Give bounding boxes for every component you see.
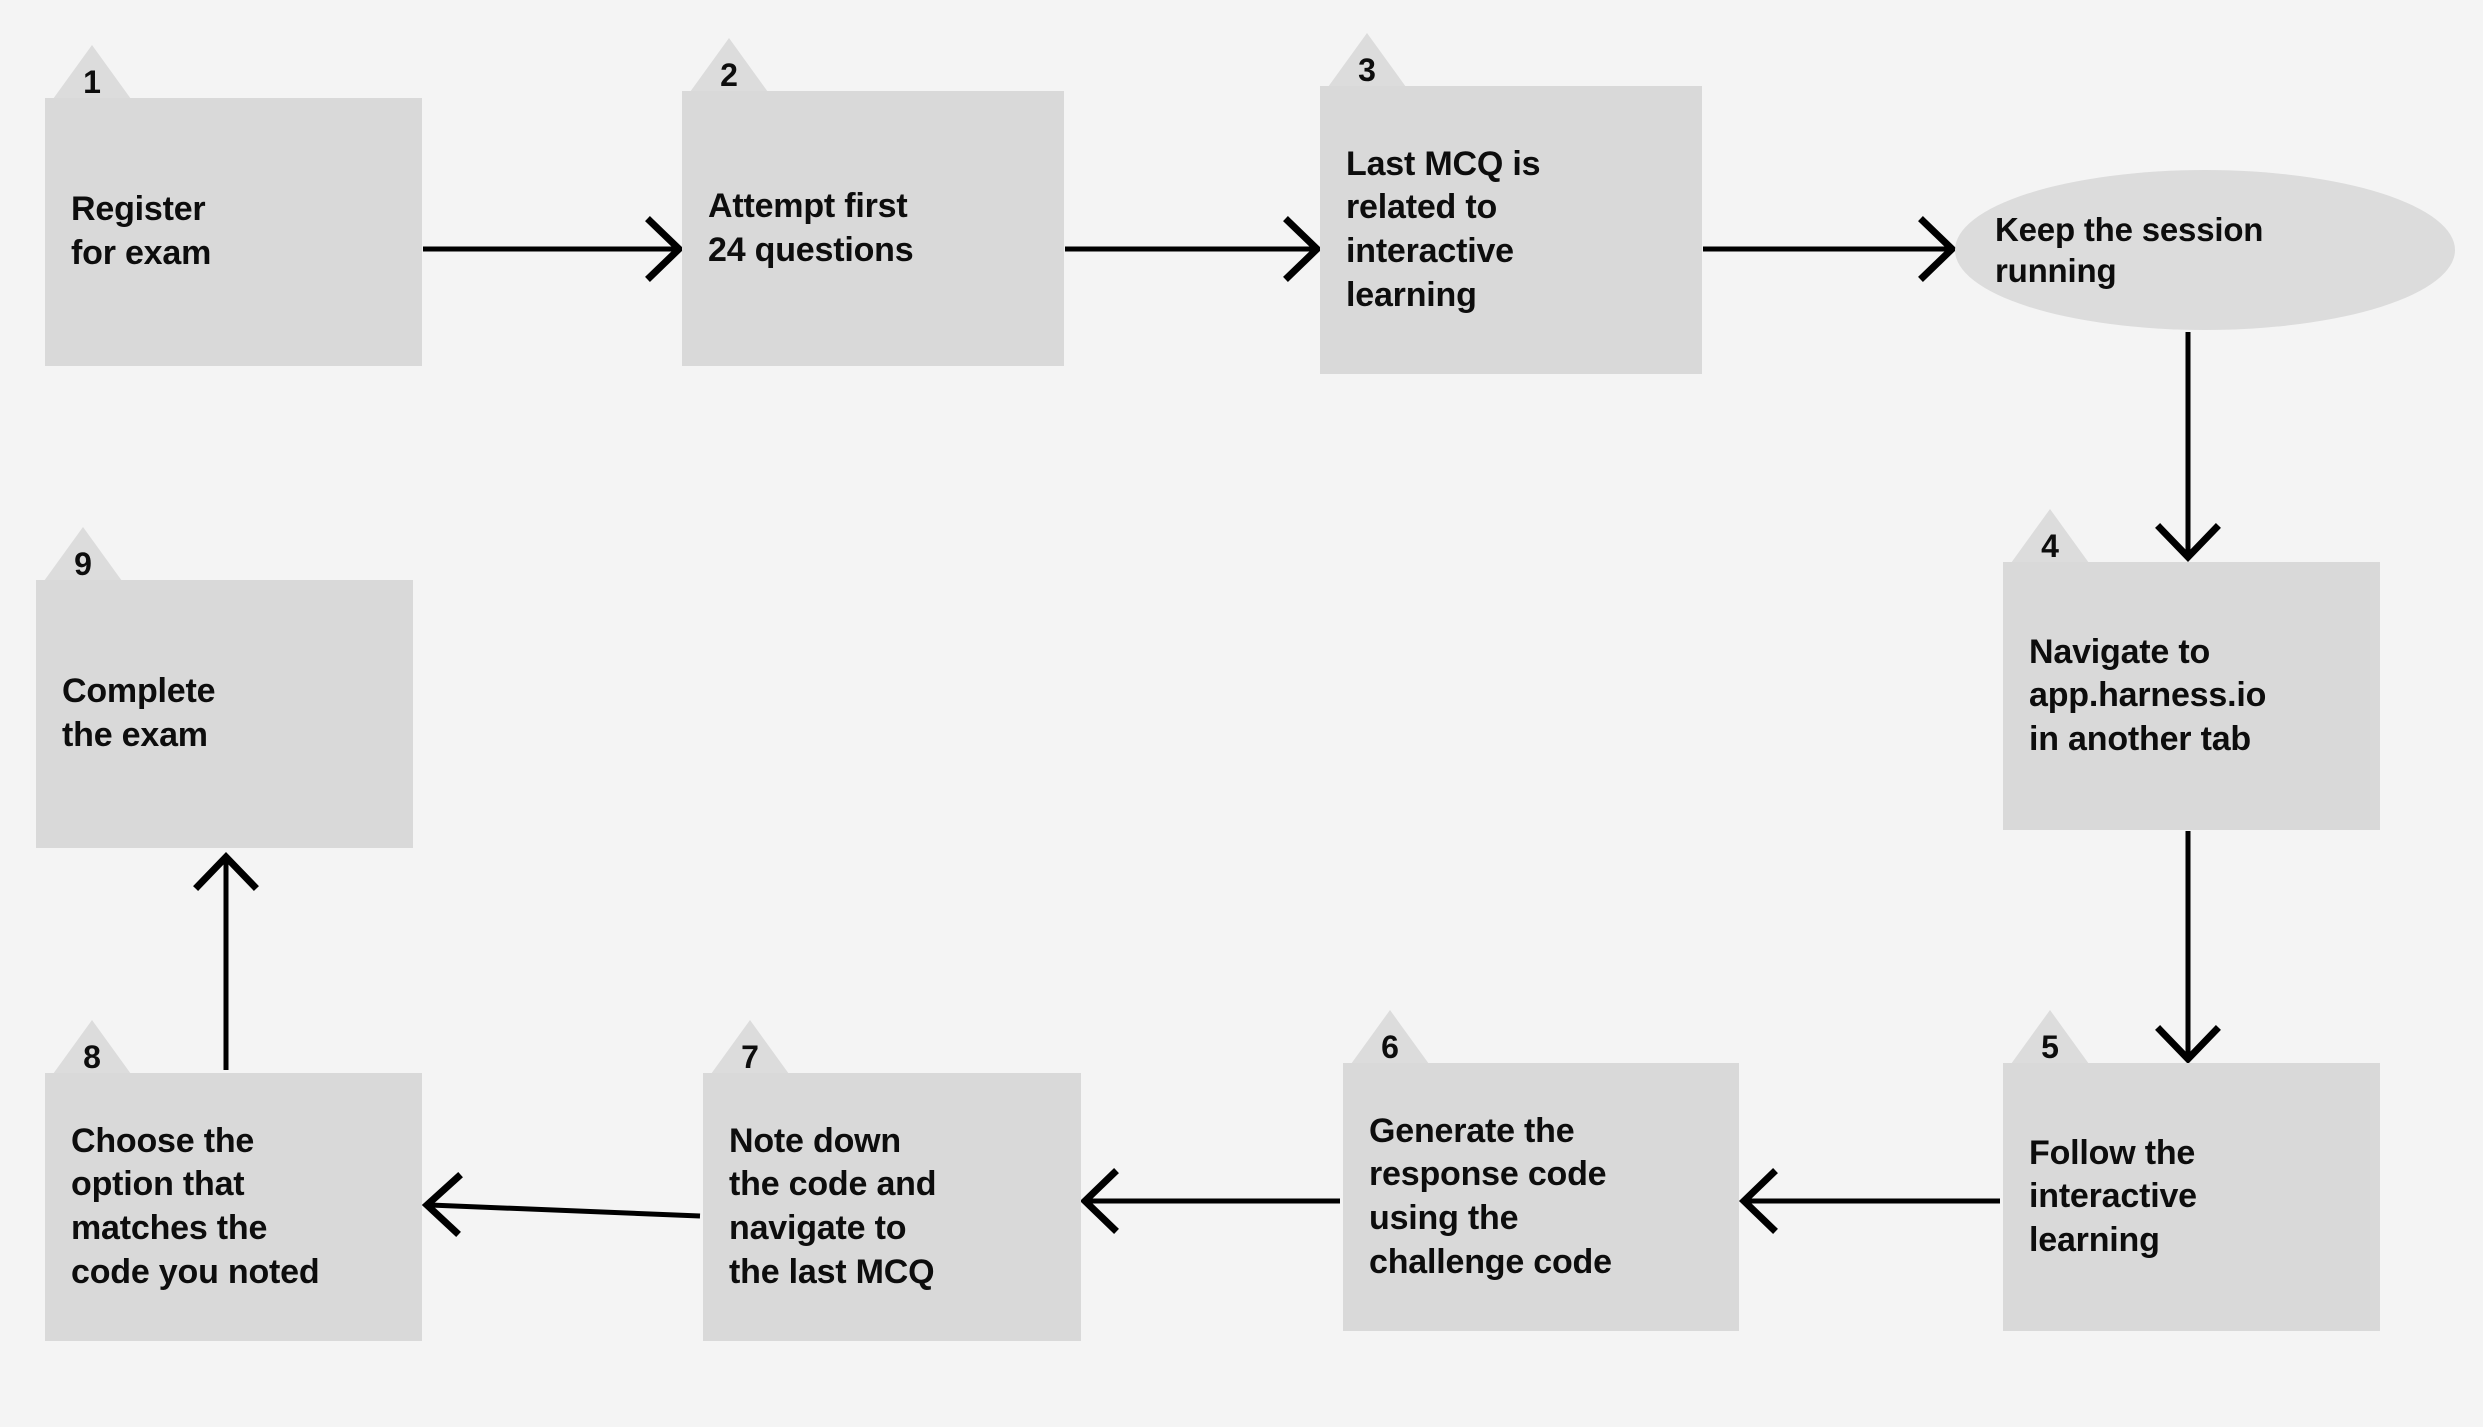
step-badge-2: 2	[690, 38, 768, 92]
edge-session-to-navigate	[2155, 332, 2221, 563]
step-number: 7	[741, 1039, 759, 1075]
node-navigate-to-app-harness-io[interactable]: 4 Navigate to app.harness.io in another …	[2003, 509, 2380, 830]
node-label: Attempt first 24 questions	[708, 186, 914, 269]
step-badge-6: 6	[1351, 1010, 1429, 1064]
node-last-mcq-interactive-learning[interactable]: 3 Last MCQ is related to interactive lea…	[1320, 33, 1702, 374]
edge-navigate-to-follow	[2155, 831, 2221, 1065]
step-number: 4	[2041, 528, 2059, 564]
step-number: 6	[1381, 1029, 1399, 1065]
step-badge-3: 3	[1328, 33, 1406, 87]
node-generate-response-code[interactable]: 6 Generate the response code using the c…	[1343, 1010, 1739, 1331]
step-number: 5	[2041, 1029, 2059, 1065]
node-body: Register for exam	[45, 98, 422, 366]
step-number: 1	[83, 64, 101, 100]
step-badge-1: 1	[53, 45, 131, 99]
node-body: Last MCQ is related to interactive learn…	[1320, 86, 1702, 374]
step-number: 3	[1358, 52, 1376, 88]
edge-note-to-choose	[421, 1172, 701, 1237]
node-label: Keep the session running	[1995, 210, 2264, 289]
node-body: Generate the response code using the cha…	[1343, 1063, 1739, 1331]
node-follow-interactive-learning[interactable]: 5 Follow the interactive learning	[2003, 1010, 2380, 1331]
step-badge-5: 5	[2011, 1010, 2089, 1064]
node-label: Register for exam	[71, 190, 212, 272]
step-badge-7: 7	[711, 1020, 789, 1074]
edge-generate-to-note	[1079, 1168, 1340, 1234]
node-body: Choose the option that matches the code …	[45, 1073, 422, 1341]
node-label: Navigate to app.harness.io in another ta…	[2029, 632, 2267, 758]
node-body: Attempt first 24 questions	[682, 91, 1064, 366]
node-choose-matching-option[interactable]: 8 Choose the option that matches the cod…	[45, 1020, 422, 1341]
node-body: Note down the code and navigate to the l…	[703, 1073, 1081, 1341]
triangle-icon	[44, 527, 122, 581]
node-keep-session-running[interactable]: Keep the session running	[1955, 170, 2455, 330]
triangle-icon	[2011, 509, 2089, 563]
step-number: 2	[720, 57, 738, 93]
node-label: Note down the code and navigate to the l…	[729, 1121, 937, 1291]
step-badge-8: 8	[53, 1020, 131, 1074]
node-attempt-first-24-questions[interactable]: 2 Attempt first 24 questions	[682, 38, 1064, 366]
edge-attempt-to-lastmcq	[1065, 216, 1323, 282]
triangle-icon	[53, 45, 131, 99]
step-badge-4: 4	[2011, 509, 2089, 563]
node-note-down-code[interactable]: 7 Note down the code and navigate to the…	[703, 1020, 1081, 1341]
edge-follow-to-generate	[1738, 1168, 2000, 1234]
node-label: Choose the option that matches the code …	[71, 1121, 320, 1291]
node-label: Last MCQ is related to interactive learn…	[1346, 144, 1541, 314]
edge-register-to-attempt	[423, 216, 685, 282]
node-body: Complete the exam	[36, 580, 413, 848]
triangle-icon	[690, 38, 768, 92]
node-label: Follow the interactive learning	[2029, 1133, 2197, 1259]
triangle-icon	[1351, 1010, 1429, 1064]
step-badge-9: 9	[44, 527, 122, 581]
triangle-icon	[1328, 33, 1406, 87]
node-label: Generate the response code using the cha…	[1369, 1111, 1612, 1281]
triangle-icon	[53, 1020, 131, 1074]
step-number: 9	[74, 546, 92, 582]
node-register-for-exam[interactable]: 1 Register for exam	[45, 45, 422, 366]
triangle-icon	[711, 1020, 789, 1074]
node-body: Follow the interactive learning	[2003, 1063, 2380, 1331]
triangle-icon	[2011, 1010, 2089, 1064]
edge-choose-to-complete	[193, 851, 259, 1070]
edge-lastmcq-to-session	[1703, 216, 1958, 282]
node-body: Keep the session running	[1955, 170, 2455, 330]
step-number: 8	[83, 1039, 101, 1075]
node-complete-the-exam[interactable]: 9 Complete the exam	[36, 527, 413, 848]
node-body: Navigate to app.harness.io in another ta…	[2003, 562, 2380, 830]
node-label: Complete the exam	[62, 672, 216, 754]
